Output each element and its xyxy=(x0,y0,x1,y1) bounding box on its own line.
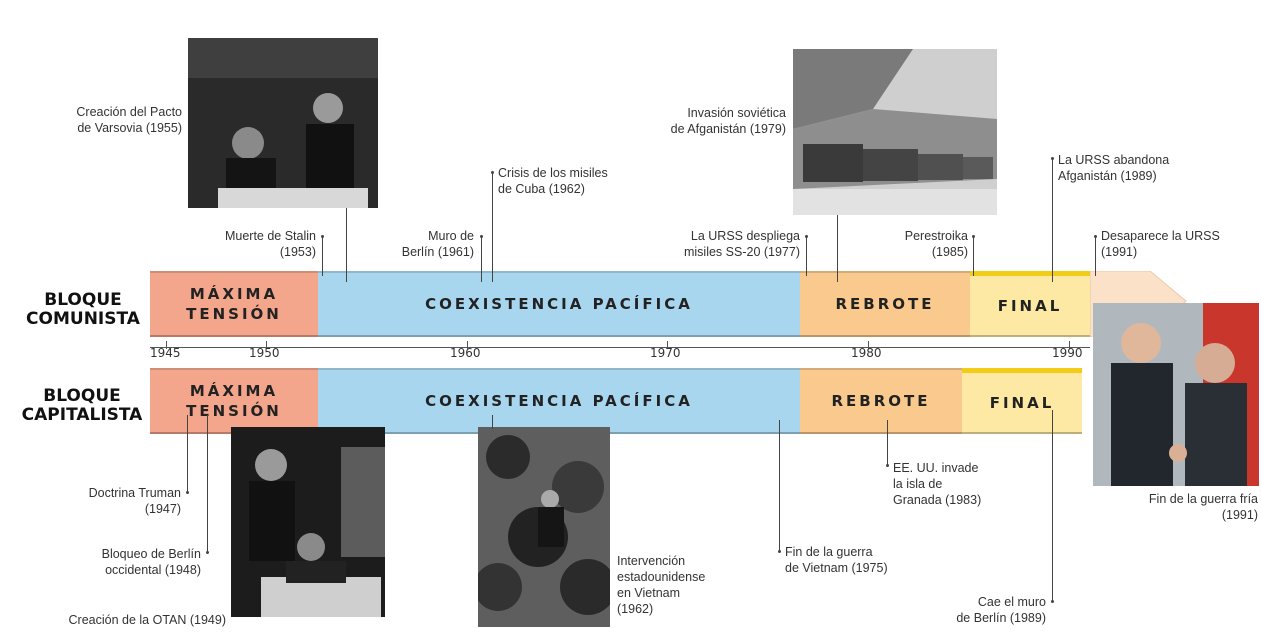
line-perestroika xyxy=(973,236,974,276)
line-granada xyxy=(887,420,888,466)
tick-1970 xyxy=(667,341,668,349)
band-top-rebrote-label: REBROTE xyxy=(835,295,935,313)
line-desaparece xyxy=(1095,236,1096,276)
event-creacion-otan: Creación de la OTAN (1949) xyxy=(68,613,226,627)
event-afganistan: Invasión soviética de Afganistán (1979) xyxy=(670,106,786,136)
dot-perestroika xyxy=(972,235,975,238)
time-axis xyxy=(150,347,1090,348)
band-bottom-maxima-tension: MÁXIMA TENSIÓN xyxy=(150,368,318,434)
event-doctrina-truman: Doctrina Truman (1947) xyxy=(88,486,181,516)
tick-1960 xyxy=(467,341,468,349)
band-bottom-final-label: FINAL xyxy=(989,393,1055,412)
event-perestroika: Perestroika (1985) xyxy=(904,229,968,259)
event-fin-vietnam: Fin de la guerra de Vietnam (1975) xyxy=(785,545,888,575)
line-afganistan xyxy=(837,215,838,282)
line-abandona xyxy=(1052,158,1053,282)
line-vietnam xyxy=(492,415,493,429)
photo-vietnam xyxy=(478,427,610,627)
event-bloqueo-berlin: Bloqueo de Berlín occidental (1948) xyxy=(101,547,201,577)
dot-desaparece xyxy=(1094,235,1097,238)
line-ss20 xyxy=(806,236,807,276)
band-bottom-rebrote-label: REBROTE xyxy=(831,392,931,410)
event-cae-muro: Cae el muro de Berlín (1989) xyxy=(956,595,1046,625)
line-stalin xyxy=(322,236,323,276)
band-top-rebrote: REBROTE xyxy=(800,271,970,337)
dot-fin-vietnam xyxy=(778,550,781,553)
year-1970: 1970 xyxy=(650,346,681,360)
year-1950: 1950 xyxy=(249,346,280,360)
band-bottom-maxima-label: MÁXIMA TENSIÓN xyxy=(186,382,282,420)
event-crisis-misiles: Crisis de los misiles de Cuba (1962) xyxy=(498,166,608,196)
band-bottom-rebrote: REBROTE xyxy=(800,368,962,434)
dot-cae-muro xyxy=(1051,600,1054,603)
line-bloqueo xyxy=(207,415,208,553)
bloc-capitalist-label: BLOQUE CAPITALISTA xyxy=(21,386,143,425)
band-top-final-label: FINAL xyxy=(997,296,1063,315)
tick-1990 xyxy=(1069,341,1070,349)
year-1945: 1945 xyxy=(150,346,181,360)
event-muerte-stalin: Muerte de Stalin (1953) xyxy=(224,229,316,259)
line-pacto xyxy=(346,208,347,282)
line-truman xyxy=(187,415,188,493)
year-1980: 1980 xyxy=(851,346,882,360)
dot-abandona xyxy=(1051,157,1054,160)
dot-muro xyxy=(480,235,483,238)
year-1960: 1960 xyxy=(450,346,481,360)
tick-1950 xyxy=(266,341,267,349)
event-muro-berlin: Muro de Berlín (1961) xyxy=(401,229,474,259)
line-cae-muro xyxy=(1052,410,1053,602)
event-ss20: La URSS despliega misiles SS-20 (1977) xyxy=(683,229,800,259)
band-bottom-final: FINAL xyxy=(962,368,1082,434)
band-top-coexistencia-label: COEXISTENCIA PACÍFICA xyxy=(425,295,693,313)
band-bottom-coexistencia-label: COEXISTENCIA PACÍFICA xyxy=(425,392,693,410)
photo-pacto-varsovia xyxy=(188,38,378,208)
photo-afganistan xyxy=(793,49,997,215)
band-top-final: FINAL xyxy=(970,271,1090,337)
event-pacto-varsovia: Creación del Pacto de Varsovia (1955) xyxy=(76,105,182,135)
dot-stalin xyxy=(321,235,324,238)
event-intervencion-vietnam: Intervención estadounidense en Vietnam (… xyxy=(617,554,706,616)
dot-ss20 xyxy=(805,235,808,238)
band-top-maxima-label: MÁXIMA TENSIÓN xyxy=(186,285,282,323)
event-urss-abandona: La URSS abandona Afganistán (1989) xyxy=(1058,153,1170,183)
line-fin-vietnam xyxy=(779,420,780,552)
band-bottom-coexistencia: COEXISTENCIA PACÍFICA xyxy=(318,368,800,434)
dot-crisis xyxy=(491,171,494,174)
event-granada: EE. UU. invade la isla de Granada (1983) xyxy=(893,461,982,507)
bloc-communist-label: BLOQUE COMUNISTA xyxy=(26,290,140,329)
photo-fin-guerra-fria xyxy=(1093,303,1259,486)
band-top-maxima-tension: MÁXIMA TENSIÓN xyxy=(150,271,318,337)
tick-1980 xyxy=(868,341,869,349)
dot-granada xyxy=(886,464,889,467)
event-fin-guerra-fria: Fin de la guerra fría (1991) xyxy=(1148,492,1258,522)
photo-truman-otan xyxy=(231,427,385,617)
band-top-coexistencia: COEXISTENCIA PACÍFICA xyxy=(318,271,800,337)
line-crisis xyxy=(492,172,493,282)
dot-truman xyxy=(186,491,189,494)
dot-bloqueo xyxy=(206,551,209,554)
line-muro xyxy=(481,236,482,282)
year-1990: 1990 xyxy=(1052,346,1083,360)
tick-1945 xyxy=(166,341,167,349)
event-desaparece-urss: Desaparece la URSS (1991) xyxy=(1101,229,1220,259)
